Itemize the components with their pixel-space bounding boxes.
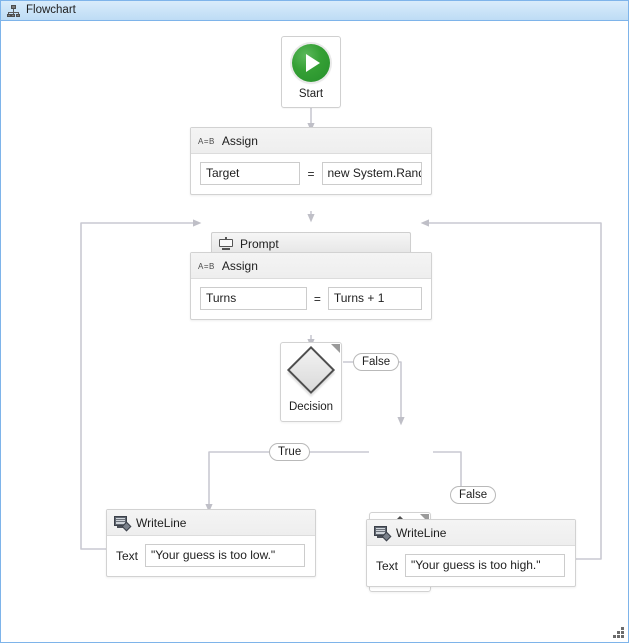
assign-target-to-field[interactable]: Target	[200, 162, 301, 185]
writeline-low-text-field[interactable]: "Your guess is too low."	[145, 544, 306, 567]
window-title-bar: Flowchart	[0, 0, 629, 20]
assign-target-operator: =	[307, 166, 315, 181]
node-assign-turns[interactable]: A=B Assign Turns = Turns + 1	[190, 252, 432, 320]
diamond-icon	[286, 345, 336, 395]
writeline-low-title: WriteLine	[136, 515, 187, 530]
assign-target-body: Target = new System.Randor	[191, 154, 431, 194]
writeline-high-text-field[interactable]: "Your guess is too high."	[405, 554, 566, 577]
resize-grip[interactable]	[613, 627, 624, 638]
assign-turns-title: Assign	[221, 258, 258, 273]
prompt-label: Prompt	[240, 236, 279, 251]
assign-icon: A=B	[198, 137, 215, 146]
wire-loop-left-to-prompt	[80, 219, 202, 550]
writeline-low-body: Text "Your guess is too low."	[107, 536, 315, 576]
assign-target-title: Assign	[221, 133, 258, 148]
edge-label-decision2-true: True	[269, 443, 311, 461]
flowchart-canvas[interactable]: Start A=B Assign Target = new System.Ran…	[0, 20, 629, 643]
start-label: Start	[298, 88, 324, 100]
node-writeline-high[interactable]: WriteLine Text "Your guess is too high."	[366, 519, 576, 587]
play-icon	[292, 44, 330, 82]
node-writeline-low[interactable]: WriteLine Text "Your guess is too low."	[106, 509, 316, 577]
node-decision-1[interactable]: Decision	[280, 342, 342, 422]
writeline-high-field-label: Text	[376, 558, 399, 573]
window-title: Flowchart	[26, 3, 76, 16]
writeline-low-header: WriteLine	[107, 510, 315, 536]
assign-target-header: A=B Assign	[191, 128, 431, 154]
writeline-low-field-label: Text	[116, 548, 139, 563]
edge-label-decision1-false: False	[353, 353, 400, 371]
writeline-high-body: Text "Your guess is too high."	[367, 546, 575, 586]
node-start[interactable]: Start	[281, 36, 341, 108]
writeline-high-header: WriteLine	[367, 520, 575, 546]
edge-label-decision2-false: False	[450, 486, 497, 504]
assign-icon: A=B	[198, 262, 215, 271]
monitor-icon	[219, 237, 233, 250]
assign-turns-value-field[interactable]: Turns + 1	[327, 287, 422, 310]
assign-turns-operator: =	[313, 291, 321, 306]
writeline-icon	[374, 526, 392, 542]
flowchart-icon	[7, 4, 20, 17]
wire-loop-right-to-prompt	[420, 219, 602, 560]
node-assign-target[interactable]: A=B Assign Target = new System.Randor	[190, 127, 432, 195]
decision-corner-icon	[420, 514, 429, 523]
decision-1-label: Decision	[288, 401, 334, 413]
assign-turns-body: Turns = Turns + 1	[191, 279, 431, 319]
decision-corner-icon	[331, 344, 340, 353]
writeline-icon	[114, 516, 132, 532]
node-prompt[interactable]: Prompt	[211, 232, 411, 255]
assign-target-value-field[interactable]: new System.Randor	[321, 162, 422, 185]
assign-turns-header: A=B Assign	[191, 253, 431, 279]
assign-turns-to-field[interactable]: Turns	[200, 287, 307, 310]
writeline-high-title: WriteLine	[396, 525, 447, 540]
